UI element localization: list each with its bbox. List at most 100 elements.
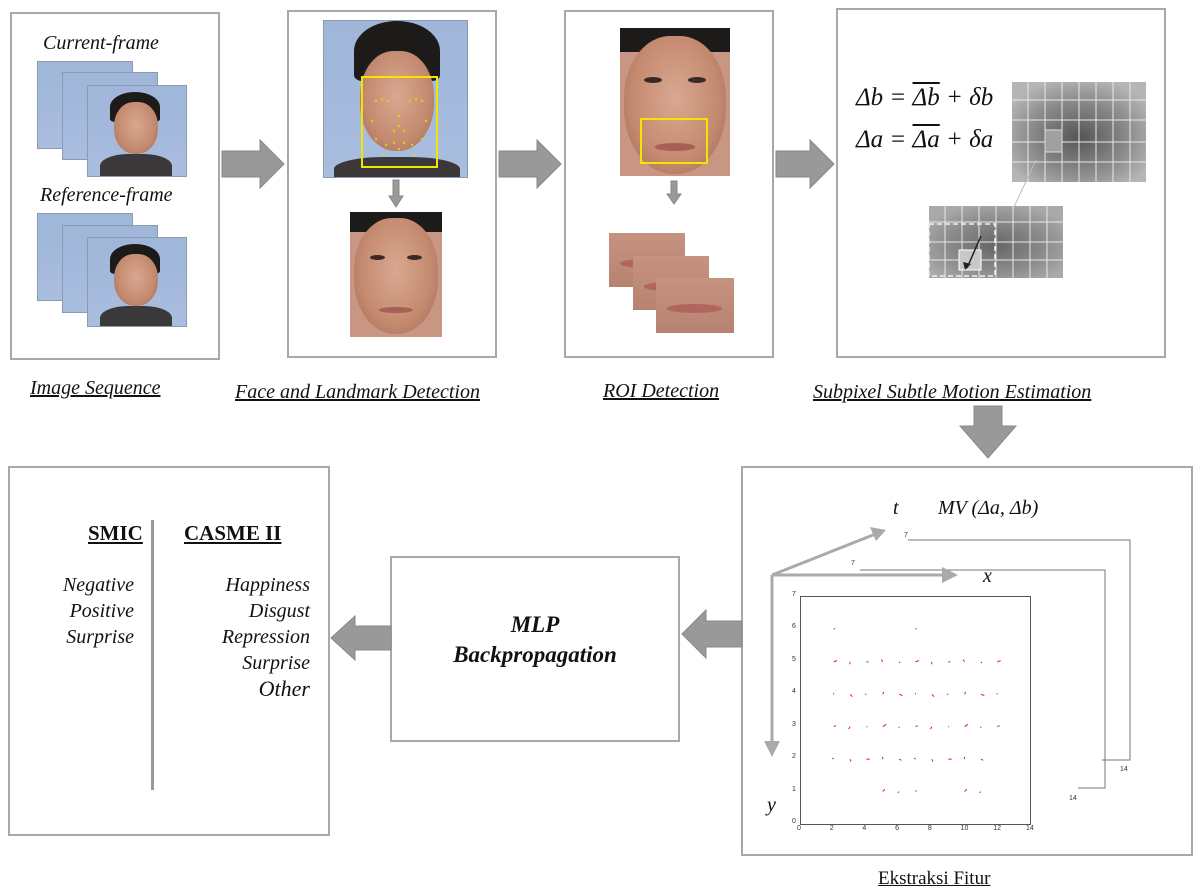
- casme-class-item: Disgust: [248, 600, 310, 622]
- plot-x-tick: 14: [1026, 825, 1034, 832]
- plot-x-tick: 4: [862, 825, 867, 832]
- motion-vector-mark: [979, 791, 982, 794]
- left-arrow-icon: [330, 614, 392, 662]
- y-axis-label: y: [767, 794, 776, 816]
- plot-x-tick: 8: [927, 825, 932, 832]
- mlp-title-line-1: MLP: [510, 612, 560, 637]
- motion-vector-mark: [882, 788, 886, 792]
- equation-delta-b: Δb = Δb + δb: [856, 84, 994, 111]
- motion-vector-mark: [931, 693, 935, 698]
- equation-bar-term-b: Δb: [912, 84, 940, 111]
- plot-x-tick: 10: [960, 825, 969, 832]
- classes-divider: [151, 520, 154, 790]
- right-arrow-icon: [221, 138, 285, 190]
- motion-vector-mark: [882, 723, 887, 728]
- motion-vector-mark: [849, 758, 852, 762]
- motion-vector-label: MV (Δa, Δb): [938, 497, 1039, 519]
- down-arrow-icon: [666, 180, 682, 205]
- face-detection-image: [323, 20, 468, 178]
- motion-vector-mark: [931, 758, 934, 762]
- motion-vector-mark: [833, 627, 836, 630]
- smic-class-item: Positive: [69, 600, 134, 622]
- roi-bounding-box: [640, 118, 708, 164]
- motion-vector-mark: [831, 757, 835, 760]
- feature-extraction-caption: Ekstraksi Fitur: [878, 868, 991, 889]
- motion-vector-mark: [997, 660, 1001, 663]
- smic-header: SMIC: [88, 521, 143, 545]
- motion-vector-mark: [980, 758, 984, 761]
- axis-arrows: [764, 527, 958, 757]
- classes-panel: [8, 466, 330, 836]
- back-frame-tick-7a: 7: [904, 532, 908, 539]
- casme-class-item: Repression: [221, 626, 310, 648]
- right-arrow-icon: [498, 138, 562, 190]
- face-landmark-caption: Face and Landmark Detection: [235, 381, 480, 403]
- motion-vector-mark: [980, 693, 985, 696]
- motion-vector-mark: [849, 693, 853, 698]
- motion-vector-mark: [964, 691, 967, 695]
- subpixel-motion-caption: Subpixel Subtle Motion Estimation: [813, 381, 1092, 403]
- casme-class-item: Surprise: [242, 652, 310, 674]
- casme-class-item: Happiness: [225, 574, 310, 596]
- plot-x-tick: 12: [993, 825, 1002, 832]
- back-frame-tick-7b: 7: [851, 560, 855, 567]
- roi-face-image: [620, 28, 730, 176]
- plot-y-tick: 5: [792, 655, 796, 663]
- motion-vector-mark: [980, 661, 983, 664]
- casme-header: CASME II: [184, 521, 282, 545]
- plot-y-tick: 1: [792, 785, 796, 793]
- subpixel-motion-panel: [836, 8, 1166, 358]
- roi-detection-caption: ROI Detection: [603, 380, 720, 402]
- plot-y-tick: 3: [792, 720, 796, 728]
- down-arrow-icon: [388, 179, 404, 208]
- motion-vector-mark: [997, 725, 1000, 728]
- motion-vector-mark: [915, 790, 917, 792]
- reference-frame-label: Reference-frame: [40, 184, 173, 206]
- motion-vector-mark: [833, 660, 838, 663]
- mlp-panel: [390, 556, 680, 742]
- t-axis-label: t: [893, 497, 899, 519]
- plot-y-tick: 7: [792, 591, 796, 598]
- stacked-plot-back-frames: [860, 539, 1131, 789]
- equation-bar-term-a: Δa: [912, 126, 940, 153]
- x-axis-label: x: [983, 565, 992, 587]
- casme-class-item: Other: [258, 676, 310, 701]
- motion-vector-mark: [898, 758, 902, 761]
- motion-vector-mark: [915, 725, 918, 728]
- motion-vector-mark: [897, 791, 900, 794]
- motion-vector-mark: [962, 659, 966, 663]
- current-frame-image-3: [87, 85, 187, 177]
- left-arrow-icon: [681, 608, 743, 660]
- subpixel-grid-illustration: [1012, 82, 1146, 182]
- motion-vector-mark: [930, 726, 933, 730]
- back-frame-tick-14a: 14: [1120, 766, 1128, 773]
- motion-vector-mark: [898, 661, 901, 664]
- motion-vector-mark: [964, 788, 968, 792]
- motion-vector-mark: [915, 627, 917, 630]
- plot-y-tick: 0: [792, 818, 796, 825]
- plot-y-tick: 4: [792, 688, 796, 696]
- down-arrow-icon: [958, 405, 1018, 459]
- roi-mouth-image-3: [656, 278, 734, 333]
- plot-x-tick: 2: [829, 825, 834, 832]
- motion-vector-mark: [848, 726, 851, 730]
- right-arrow-icon: [775, 138, 835, 190]
- smic-class-item: Surprise: [66, 626, 134, 648]
- motion-vector-mark: [882, 691, 885, 695]
- mlp-title-line-2: Backpropagation: [453, 642, 617, 667]
- motion-vector-mark: [833, 725, 837, 728]
- motion-vector-mark: [913, 757, 916, 760]
- reference-frame-image-3: [87, 237, 187, 327]
- casme-class-list: Happiness Disgust Repression Surprise Ot…: [160, 572, 310, 702]
- smic-class-list: Negative Positive Surprise: [20, 572, 134, 650]
- mlp-title: MLP Backpropagation: [390, 610, 680, 670]
- image-sequence-caption: Image Sequence: [30, 377, 161, 399]
- motion-vector-plot: [800, 596, 1031, 825]
- plot-y-tick: 6: [792, 623, 796, 631]
- plot-y-tick: 2: [792, 753, 796, 761]
- smic-class-item: Negative: [62, 574, 134, 596]
- cropped-face-image: [350, 212, 442, 337]
- plot-x-tick: 0: [797, 825, 801, 832]
- plot-x-tick: 6: [895, 825, 900, 832]
- motion-vector-mark: [898, 693, 903, 696]
